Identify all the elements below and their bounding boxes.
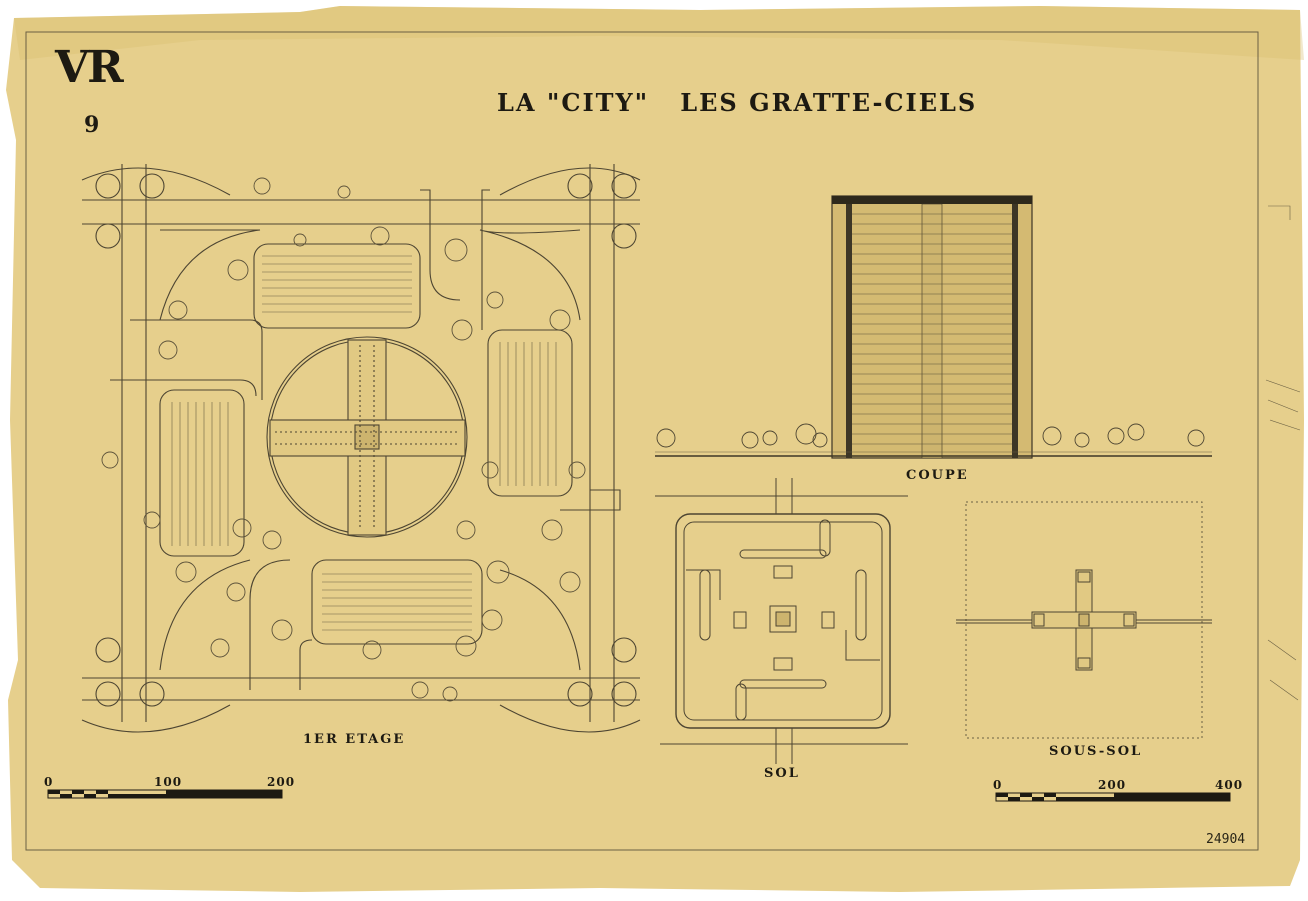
paper-background (6, 6, 1304, 892)
scale-left-tick: 100 (154, 775, 183, 789)
first-floor-plan (81, 164, 641, 733)
parking-hatch (171, 255, 557, 631)
scale-right-tick: 0 (993, 778, 1003, 792)
ground-plan (655, 478, 908, 764)
sheet-title: LA "CITY" LES GRATTE-CIELS (497, 88, 978, 117)
paper-wear (14, 6, 1304, 60)
scale-right-tick: 400 (1215, 778, 1244, 792)
border-frame (25, 31, 1259, 851)
section-view (655, 195, 1212, 459)
scale-right-tick: 200 (1098, 778, 1127, 792)
scale-bar-left (47, 789, 283, 799)
ground-label: SOL (764, 766, 800, 781)
reference-number: 24904 (1206, 832, 1246, 847)
trees (101, 177, 586, 702)
section-label: COUPE (906, 468, 969, 483)
basement-plan (956, 501, 1212, 739)
plate-number: 9 (84, 112, 100, 138)
basement-label: SOUS-SOL (1049, 744, 1143, 759)
series-mark: VR (55, 42, 124, 93)
first-floor-label: 1ER ETAGE (303, 732, 406, 747)
scale-left-tick: 200 (267, 775, 296, 789)
scale-left-tick: 0 (44, 775, 54, 789)
scale-bar-right (995, 792, 1231, 802)
margin-sketch (1265, 205, 1301, 701)
